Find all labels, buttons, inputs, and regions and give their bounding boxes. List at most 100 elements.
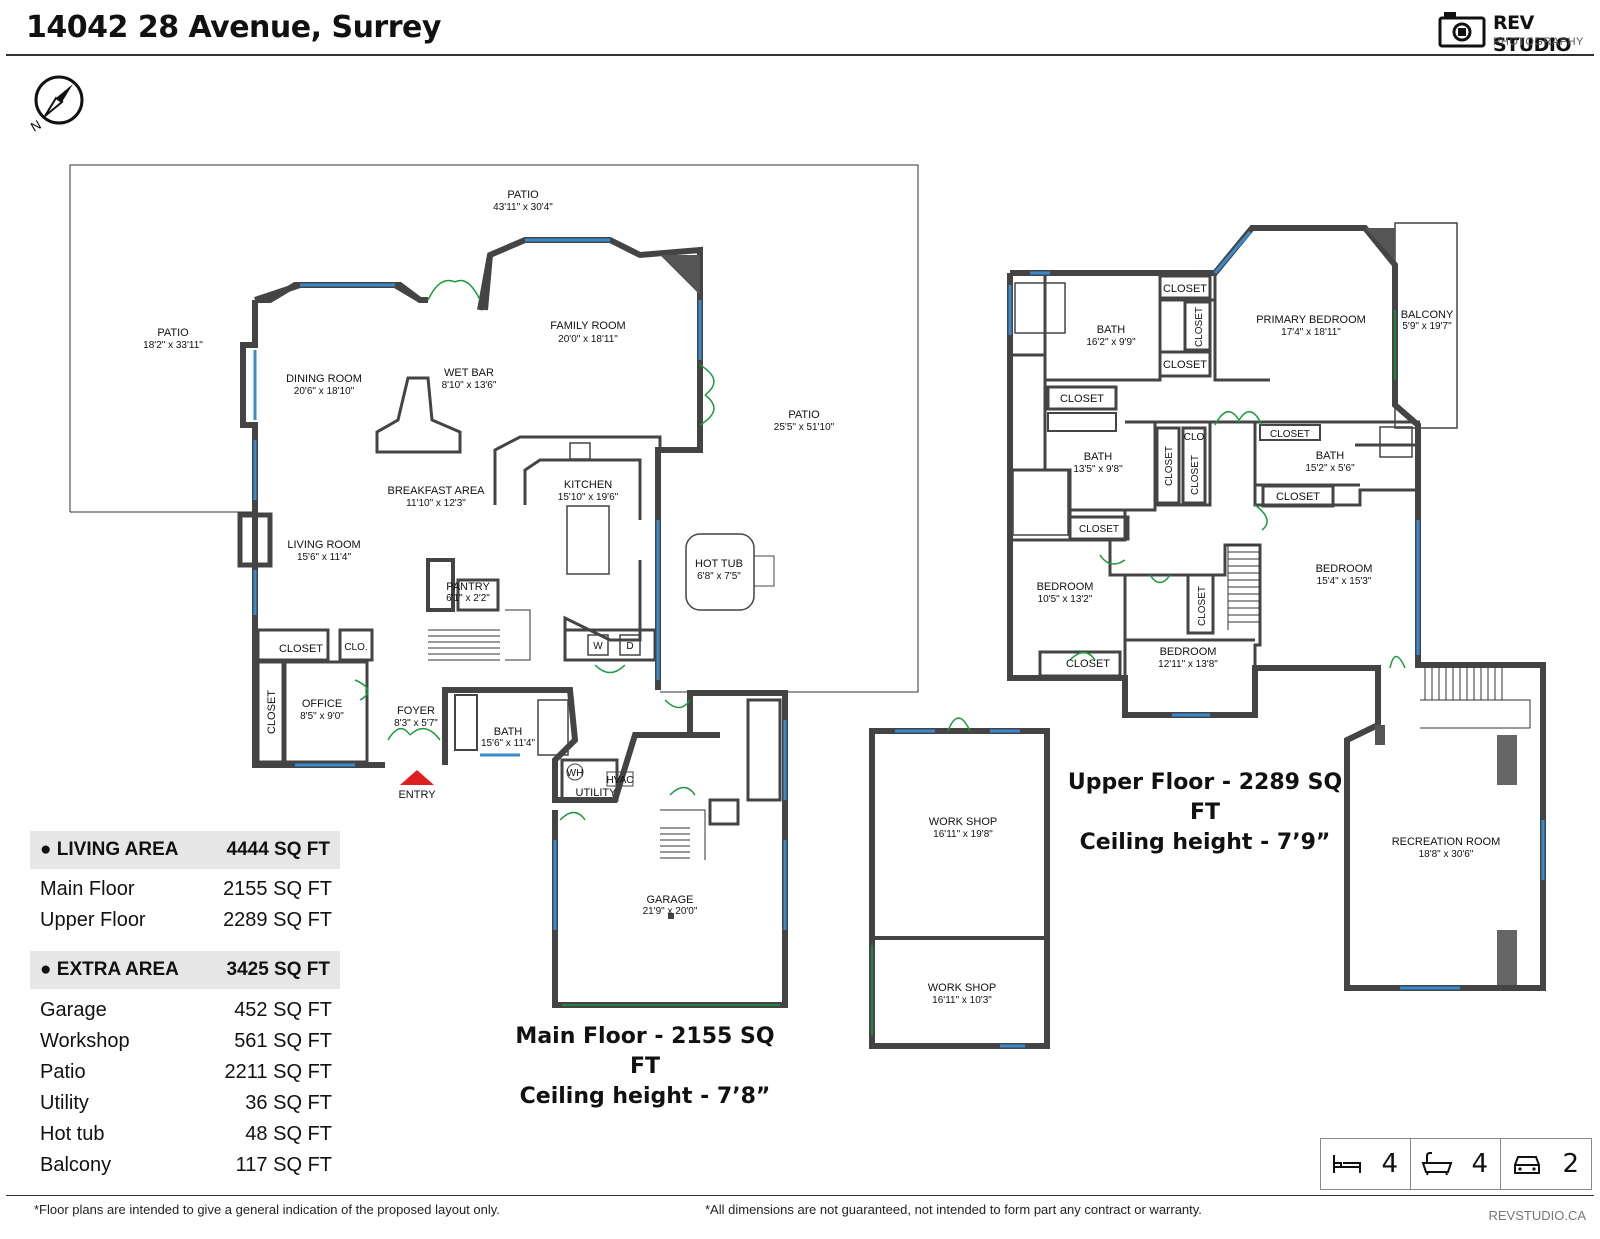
appliance-label: WH xyxy=(567,768,584,779)
area-row: Main Floor 2155 SQ FT xyxy=(40,878,332,908)
upper-interior-walls xyxy=(1010,273,1420,678)
room-dimension: 15'4" x 15'3" xyxy=(1317,576,1372,587)
header-rule xyxy=(6,54,1594,56)
area-row-label: Balcony xyxy=(40,1154,112,1176)
area-row-label: Hot tub xyxy=(40,1123,105,1145)
room-label: PATIO xyxy=(157,327,189,339)
living-area-label: ● LIVING AREA xyxy=(40,839,179,860)
footer-rule xyxy=(6,1195,1594,1196)
area-row-label: Upper Floor xyxy=(40,909,146,931)
room-dimension: 25'5" x 51'10" xyxy=(774,422,835,433)
footer-disclaimer-right: *All dimensions are not guaranteed, not … xyxy=(705,1202,1202,1217)
room-label: PATIO xyxy=(788,409,820,421)
patio-outline xyxy=(69,164,919,693)
room-dimension: 15'10" x 19'6" xyxy=(558,492,619,503)
pantry-walls xyxy=(456,578,500,612)
room-label: CLOSET xyxy=(1270,429,1310,440)
room-label: CLOSET xyxy=(1194,307,1205,347)
bed-icon xyxy=(1333,1155,1361,1173)
room-dimension: 15'2" x 5'6" xyxy=(1305,463,1355,474)
upper-floor-ceiling-text: Ceiling height - 7’9” xyxy=(1079,830,1331,855)
area-row: Upper Floor 2289 SQ FT xyxy=(40,909,332,939)
main-floor-area-text: Main Floor - 2155 SQ FT xyxy=(515,1024,775,1079)
room-dimension: 21'9" x 20'0" xyxy=(643,906,698,917)
room-dimension: 8'10" x 13'6" xyxy=(442,380,497,391)
closet-box xyxy=(256,628,330,662)
main-doors xyxy=(354,279,715,821)
upper-stairs xyxy=(1227,544,1260,630)
room-label: PATIO xyxy=(507,189,539,201)
room-label: BATH xyxy=(1316,450,1345,462)
bathroom-count-value: 4 xyxy=(1471,1149,1488,1179)
room-dimension: 43'11" x 30'4" xyxy=(493,202,553,213)
room-dimension: 16'11" x 19'8" xyxy=(933,829,993,840)
room-dimension: 13'5" x 9'8" xyxy=(1073,464,1123,475)
bathtub-icon xyxy=(1421,1152,1453,1176)
bathtub-icon xyxy=(1014,282,1066,334)
area-row: Workshop 561 SQ FT xyxy=(40,1030,332,1060)
area-row-value: 2289 SQ FT xyxy=(223,909,332,931)
corner-fireplace xyxy=(660,255,700,295)
property-summary: 4 4 2 xyxy=(1320,1138,1592,1190)
room-label: GARAGE xyxy=(646,894,693,906)
extra-area-label: ● EXTRA AREA xyxy=(40,959,179,980)
area-row-value: 36 SQ FT xyxy=(245,1092,332,1114)
area-row: Patio 2211 SQ FT xyxy=(40,1061,332,1091)
room-label: BATH xyxy=(494,726,523,738)
dryer-icon xyxy=(619,634,641,656)
room-label: BEDROOM xyxy=(1037,581,1094,593)
room-dimension: 16'11" x 10'3" xyxy=(932,995,992,1006)
room-label: CLOSET xyxy=(1066,658,1110,670)
room-label: CLO xyxy=(1184,432,1205,443)
entry-arrow-icon xyxy=(400,770,434,785)
area-row-value: 2155 SQ FT xyxy=(223,878,332,900)
room-label: BEDROOM xyxy=(1160,646,1217,658)
room-dimension: 10'5" x 13'2" xyxy=(1038,594,1093,605)
room-label: CLOSET xyxy=(279,643,323,655)
room-dimension: 20'6" x 18'10" xyxy=(294,386,355,397)
area-row-value: 2211 SQ FT xyxy=(224,1061,332,1083)
area-row-label: Garage xyxy=(40,999,107,1021)
area-row-value: 452 SQ FT xyxy=(234,999,332,1021)
entry-label: ENTRY xyxy=(398,789,436,801)
appliance-label: D xyxy=(626,641,633,652)
room-dimension: 15'6" x 11'4" xyxy=(297,552,352,563)
room-label: KITCHEN xyxy=(564,479,612,491)
room-label: CLOSET xyxy=(1060,393,1104,405)
room-label: CLOSET xyxy=(1163,359,1207,371)
room-label: CLOSET xyxy=(1276,491,1320,503)
main-stairs xyxy=(428,609,531,661)
footer-disclaimer-left: *Floor plans are intended to give a gene… xyxy=(34,1202,500,1217)
area-row-label: Patio xyxy=(40,1061,86,1083)
room-label: BREAKFAST AREA xyxy=(387,485,485,497)
compass-icon: N xyxy=(28,75,84,135)
kitchen-island xyxy=(566,505,610,575)
washer-icon xyxy=(587,634,609,656)
room-label: WET BAR xyxy=(444,367,494,379)
area-row-label: Main Floor xyxy=(40,878,135,900)
room-label: WORK SHOP xyxy=(928,982,996,994)
laundry-box xyxy=(563,628,657,662)
upper-windows xyxy=(1008,231,1545,990)
logo-subtitle: PHOTOGRAPHY xyxy=(1493,36,1584,48)
area-row-value: 117 SQ FT xyxy=(235,1154,332,1176)
room-label: PANTRY xyxy=(446,581,490,593)
room-dimension: 15'6" x 11'4" xyxy=(481,738,536,749)
room-label: FAMILY ROOM xyxy=(550,320,625,332)
upper-doors xyxy=(1069,411,1406,669)
water-heater-icon xyxy=(566,763,584,781)
room-label: CLOSET xyxy=(1163,283,1207,295)
area-row-label: Utility xyxy=(40,1092,89,1114)
room-label: OFFICE xyxy=(302,698,342,710)
room-label: CLOSET xyxy=(1079,524,1119,535)
room-dimension: 12'11" x 13'8" xyxy=(1158,659,1218,670)
living-area-value: 4444 SQ FT xyxy=(226,839,331,860)
bathroom-count: 4 xyxy=(1411,1139,1501,1189)
room-label: PRIMARY BEDROOM xyxy=(1256,314,1366,326)
shower-icon xyxy=(1012,469,1069,536)
camera-icon xyxy=(1438,12,1486,48)
room-label: BALCONY xyxy=(1401,309,1454,321)
room-label: HOT TUB xyxy=(695,558,743,570)
room-label: LIVING ROOM xyxy=(287,539,360,551)
